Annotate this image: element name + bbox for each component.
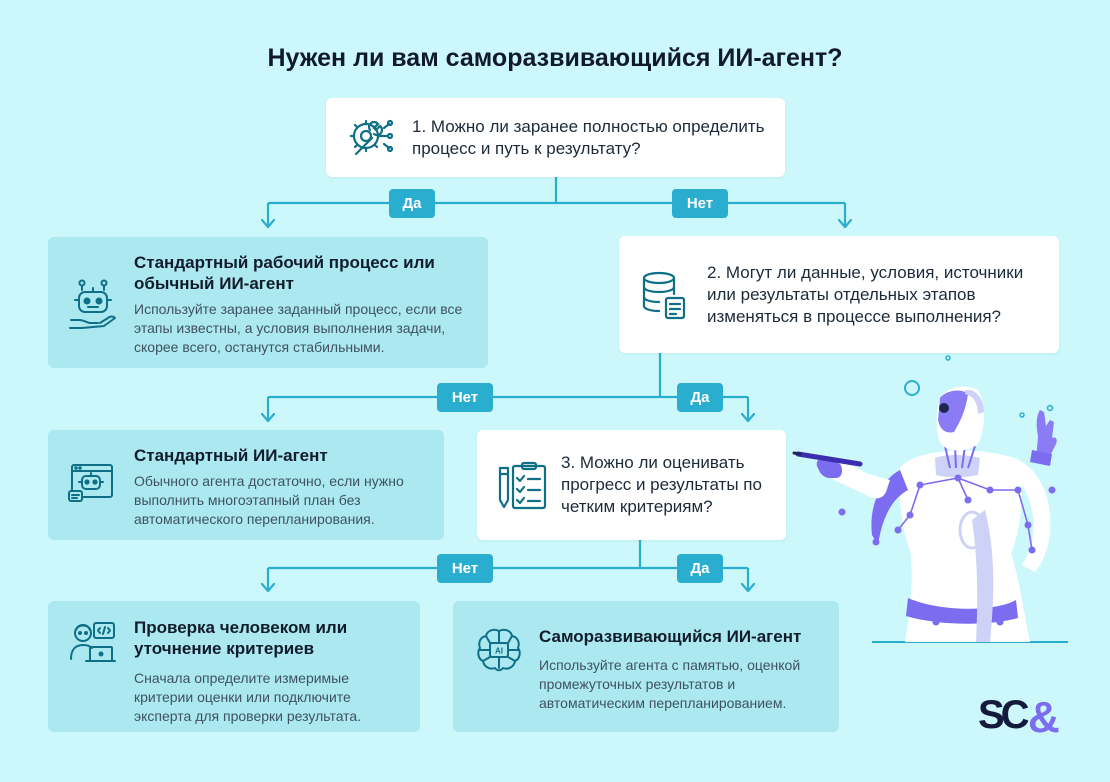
question-3-text: 3. Можно ли оценивать прогресс и результ…	[561, 453, 762, 516]
q1-no-label: Нет	[672, 189, 728, 218]
result-human-check-title: Проверка человеком или уточнение критери…	[134, 618, 348, 658]
result-standard-agent: Стандартный ИИ-агент Обычного агента дос…	[48, 430, 444, 540]
result-human-check-content: Проверка человеком или уточнение критери…	[134, 617, 402, 726]
result-self-evolving-agent-desc: Используйте агента с памятью, оценкой пр…	[539, 657, 801, 711]
result-standard-agent-desc: Обычного агента достаточно, если нужно в…	[134, 473, 404, 527]
question-2-box: 2. Могут ли данные, условия, источники и…	[619, 236, 1059, 353]
result-human-check: Проверка человеком или уточнение критери…	[48, 601, 420, 732]
robot-illustration	[792, 355, 1068, 643]
gear-network-icon	[346, 114, 394, 162]
svg-text:&: &	[1028, 693, 1060, 740]
q3-yes-label: Да	[677, 554, 723, 583]
result-human-check-desc: Сначала определите измеримые критерии оц…	[134, 670, 362, 724]
result-standard-workflow-desc: Используйте заранее заданный процесс, ес…	[134, 301, 463, 355]
person-laptop-icon	[68, 619, 116, 665]
q3-no-label: Нет	[437, 554, 493, 583]
q2-no-label: Нет	[437, 383, 493, 412]
question-1-text: 1. Можно ли заранее полностью определить…	[412, 116, 765, 158]
question-2-text: 2. Могут ли данные, условия, источники и…	[707, 262, 1024, 326]
checklist-icon	[495, 460, 547, 510]
q2-yes-label: Да	[677, 383, 723, 412]
result-standard-workflow: Стандартный рабочий процесс или обычный …	[48, 237, 488, 368]
ai-brain-icon: AI	[475, 626, 523, 674]
question-3-box: 3. Можно ли оценивать прогресс и результ…	[477, 430, 786, 540]
result-self-evolving-agent-content: Саморазвивающийся ИИ-агент Используйте а…	[539, 626, 823, 713]
result-standard-workflow-title: Стандартный рабочий процесс или обычный …	[134, 253, 435, 293]
result-standard-agent-content: Стандартный ИИ-агент Обычного агента дос…	[134, 445, 428, 529]
result-self-evolving-agent: AI Саморазвивающийся ИИ-агент Используйт…	[453, 601, 839, 732]
q1-yes-label: Да	[389, 189, 435, 218]
result-standard-workflow-content: Стандартный рабочий процесс или обычный …	[134, 252, 472, 357]
question-1-box: 1. Можно ли заранее полностью определить…	[326, 98, 785, 177]
robot-hand-icon	[68, 278, 118, 334]
page-title: Нужен ли вам саморазвивающийся ИИ-агент?	[267, 44, 843, 72]
result-self-evolving-agent-title: Саморазвивающийся ИИ-агент	[539, 627, 802, 646]
svg-text:SC: SC	[978, 693, 1029, 737]
svg-text:AI: AI	[495, 647, 503, 656]
database-document-icon	[641, 270, 687, 320]
brand-logo: SC &	[978, 693, 1060, 740]
result-standard-agent-title: Стандартный ИИ-агент	[134, 446, 328, 465]
robot-screen-icon	[68, 463, 114, 507]
